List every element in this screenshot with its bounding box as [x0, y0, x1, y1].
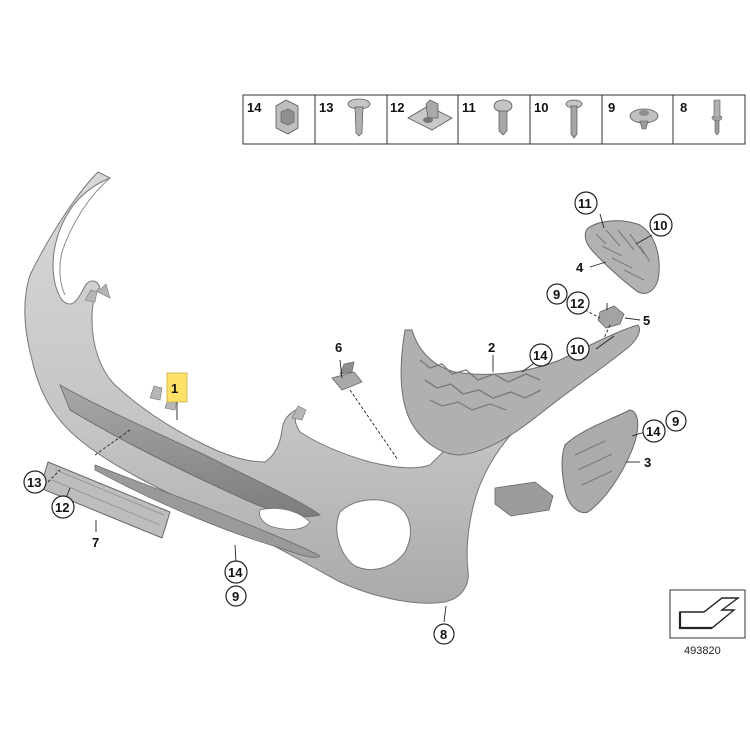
push-rivet-icon — [711, 99, 723, 136]
callout-part-3[interactable]: 3 — [644, 455, 651, 470]
callout-part-6[interactable]: 6 — [335, 340, 342, 355]
fastener-legend: 14 13 12 11 — [242, 94, 746, 145]
svg-text:12: 12 — [55, 500, 69, 515]
callout-part-10-top[interactable]: 10 — [649, 213, 673, 237]
svg-text:1: 1 — [171, 381, 178, 396]
callout-part-14-bracket[interactable]: 14 — [529, 343, 553, 367]
svg-text:13: 13 — [27, 475, 41, 490]
callout-part-11[interactable]: 11 — [574, 191, 598, 215]
svg-text:4: 4 — [576, 260, 584, 275]
grille-bracket — [584, 220, 660, 294]
callout-part-13[interactable]: 13 — [23, 470, 47, 494]
callout-part-12-left[interactable]: 12 — [51, 495, 75, 519]
svg-text:9: 9 — [232, 589, 239, 604]
svg-text:14: 14 — [646, 424, 661, 439]
svg-text:9: 9 — [672, 414, 679, 429]
legend-number: 13 — [319, 100, 333, 115]
legend-number: 9 — [608, 100, 615, 115]
view-reference-box: 493820 — [669, 589, 746, 657]
callout-part-8[interactable]: 8 — [433, 623, 455, 645]
legend-cell-13: 13 — [319, 98, 371, 137]
rivet-screw-icon — [347, 98, 371, 137]
svg-text:8: 8 — [440, 627, 447, 642]
callout-part-2[interactable]: 2 — [488, 340, 495, 355]
svg-text:10: 10 — [570, 342, 584, 357]
clip-nut-icon — [275, 99, 299, 135]
svg-text:9: 9 — [553, 287, 560, 302]
pan-screw-icon — [493, 99, 513, 136]
side-bracket — [561, 409, 639, 514]
expansion-rivet-icon — [629, 108, 659, 130]
legend-cell-10: 10 — [534, 99, 583, 139]
legend-number: 14 — [247, 100, 262, 115]
highlight-box — [166, 372, 188, 403]
reference-number: 493820 — [684, 645, 721, 657]
legend-number: 11 — [462, 100, 476, 115]
sensor-holder — [331, 361, 363, 391]
sheet-nut-icon — [407, 99, 453, 131]
callout-part-9-right[interactable]: 9 — [665, 410, 687, 432]
leader-lines — [47, 213, 653, 623]
legend-cell-12: 12 — [390, 99, 453, 131]
legend-cell-11: 11 — [462, 99, 513, 136]
svg-text:5: 5 — [643, 313, 650, 328]
svg-text:12: 12 — [570, 296, 584, 311]
svg-text:7: 7 — [92, 535, 99, 550]
callout-part-10-mid[interactable]: 10 — [566, 337, 590, 361]
callout-part-9-left[interactable]: 9 — [225, 585, 247, 607]
callout-part-4[interactable]: 4 — [576, 260, 584, 275]
callout-part-9-top[interactable]: 9 — [546, 283, 568, 305]
svg-text:2: 2 — [488, 340, 495, 355]
bumper-cover — [24, 171, 559, 604]
svg-text:11: 11 — [578, 196, 592, 211]
legend-number: 8 — [680, 100, 687, 115]
svg-text:10: 10 — [653, 218, 667, 233]
legend-number: 10 — [534, 100, 548, 115]
svg-text:14: 14 — [533, 348, 548, 363]
legend-cell-8: 8 — [680, 99, 723, 136]
legend-cell-9: 9 — [608, 100, 659, 130]
callout-part-1[interactable]: 1 — [166, 372, 188, 403]
callout-part-14-side[interactable]: 14 — [642, 419, 666, 443]
svg-text:6: 6 — [335, 340, 342, 355]
svg-text:14: 14 — [228, 565, 243, 580]
callout-part-5[interactable]: 5 — [643, 313, 650, 328]
callout-part-12-right[interactable]: 12 — [566, 291, 590, 315]
legend-cell-14: 14 — [247, 99, 299, 135]
legend-number: 12 — [390, 100, 404, 115]
small-bracket — [597, 305, 625, 329]
callout-part-7[interactable]: 7 — [92, 535, 99, 550]
flange-screw-icon — [565, 99, 583, 139]
direction-arrow-icon — [678, 597, 741, 630]
svg-text:3: 3 — [644, 455, 651, 470]
callout-part-14-bottom[interactable]: 14 — [224, 560, 248, 584]
